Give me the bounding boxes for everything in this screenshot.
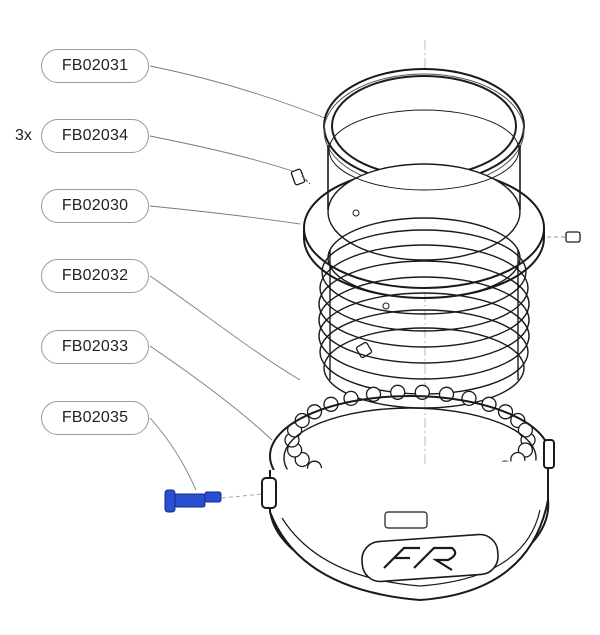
quantity-label: 3x xyxy=(15,127,32,144)
leader-fb02030 xyxy=(149,205,301,225)
part-fb02030-collar xyxy=(303,109,545,299)
leader-fb02034 xyxy=(149,135,296,173)
part-label-fb02031[interactable]: FB02031 xyxy=(41,49,149,83)
part-label-fb02034[interactable]: FB02034 xyxy=(41,119,149,153)
part-label-fb02032[interactable]: FB02032 xyxy=(41,259,149,293)
part-label-fb02030[interactable]: FB02030 xyxy=(41,189,149,223)
part-label-fb02035[interactable]: FB02035 xyxy=(41,401,149,435)
leader-lines xyxy=(149,65,331,491)
part-fb02035-pin xyxy=(164,489,263,513)
leader-fb02032 xyxy=(149,275,301,381)
leader-fb02033 xyxy=(149,345,273,441)
part-base-housing xyxy=(261,395,555,602)
fr-logo-badge xyxy=(361,533,499,583)
part-fb02034-screws xyxy=(290,168,581,359)
leader-fb02031 xyxy=(149,65,331,121)
leader-fb02035 xyxy=(149,417,197,491)
part-label-fb02033[interactable]: FB02033 xyxy=(41,330,149,364)
